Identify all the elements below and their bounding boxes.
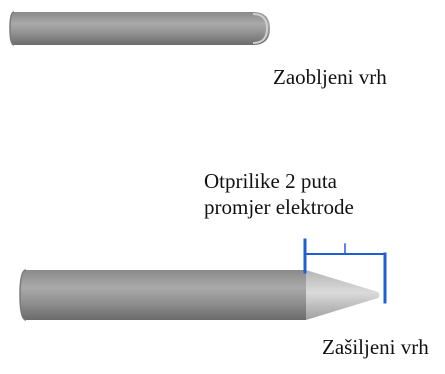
rounded-electrode-end-cap [9,11,15,46]
rounded-tip-label: Zaobljeni vrh [273,65,387,89]
pointed-electrode-end-cap [19,269,27,321]
rounded-electrode-body [10,12,270,45]
tip-length-label-line-2: promjer elektrode [204,195,354,219]
tip-length-label-line-1: Otprilike 2 puta [204,169,337,193]
pointed-electrode-body [20,270,306,320]
pointed-tip-label: Zašiljeni vrh [322,335,429,359]
rounded-electrode-tip-highlight [252,13,269,44]
tip-length-dimension [303,238,387,304]
pointed-electrode [19,269,380,321]
pointed-electrode-tip [306,270,380,320]
tip-length-label: Otprilike 2 puta promjer elektrode [204,168,354,220]
rounded-electrode [9,11,270,46]
